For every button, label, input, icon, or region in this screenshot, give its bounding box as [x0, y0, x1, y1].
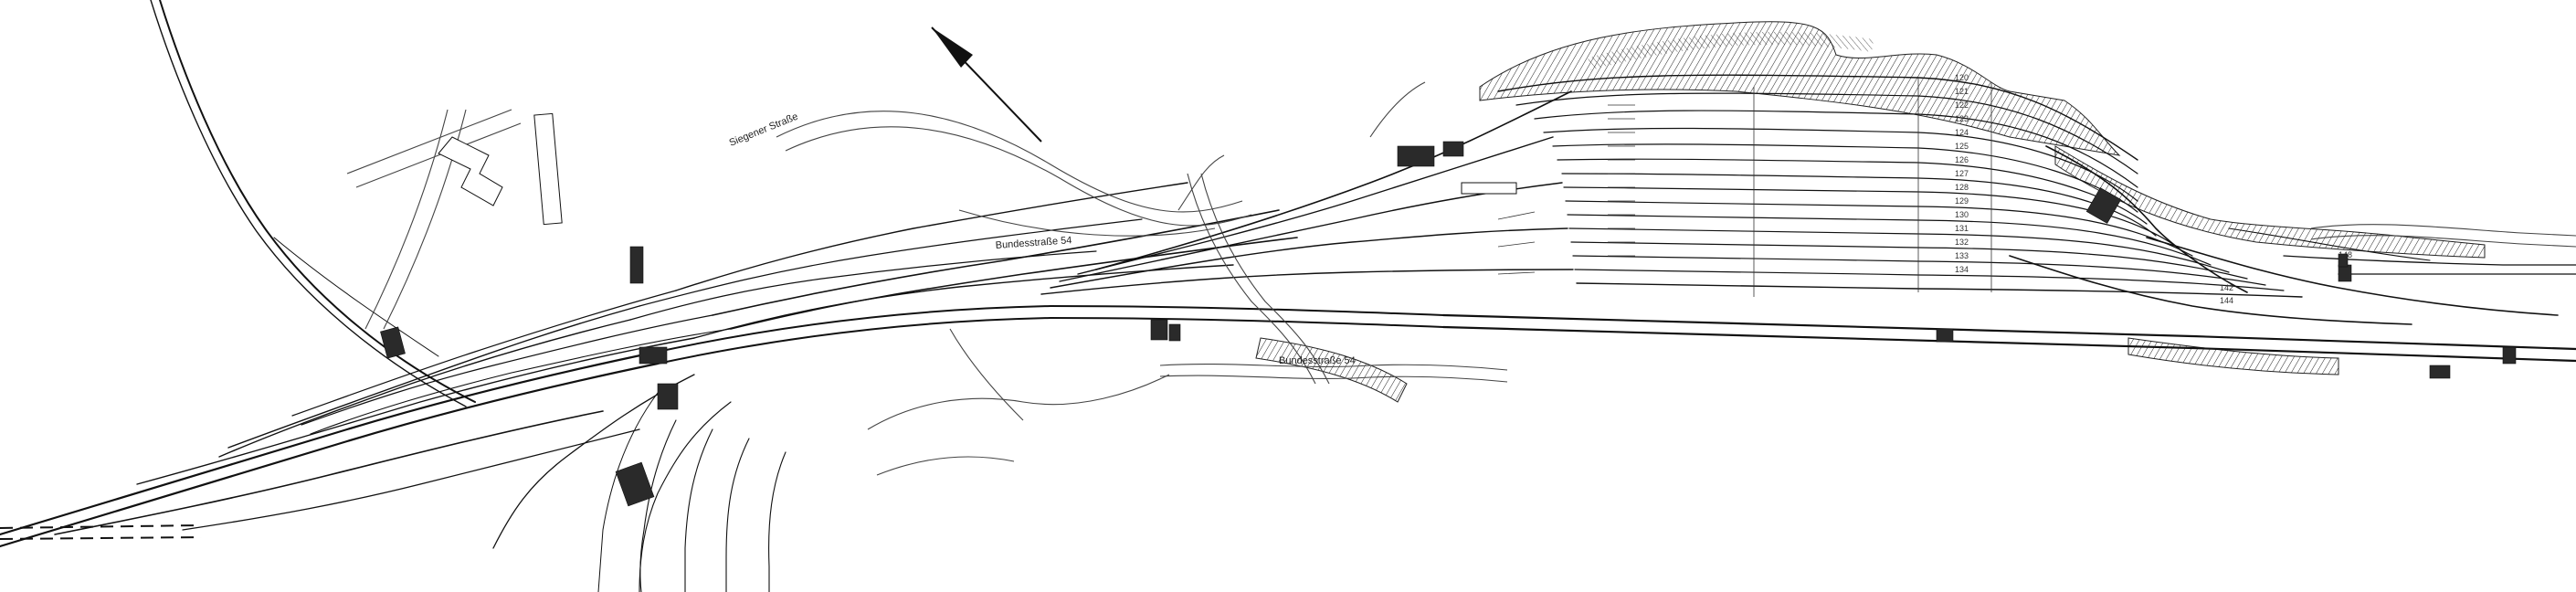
- yard-tracks-center: [629, 90, 1574, 365]
- track-label: 120: [1955, 73, 1969, 82]
- building: [2085, 187, 2122, 224]
- track-label: 132: [1955, 238, 1969, 247]
- building: [533, 112, 563, 226]
- building: [1936, 328, 1954, 343]
- roads: [776, 81, 1508, 476]
- track-label: 130: [1955, 210, 1969, 219]
- building: [380, 326, 406, 359]
- building: [2502, 346, 2517, 365]
- building: [615, 461, 655, 507]
- track-label: 128: [1955, 183, 1969, 192]
- building: [2338, 264, 2352, 282]
- road-label: Siegener Straße: [728, 111, 800, 149]
- building: [1442, 141, 1464, 157]
- track-label: 142: [2220, 283, 2233, 292]
- building: [1168, 323, 1181, 342]
- building: [657, 383, 679, 410]
- track-label: 144: [2220, 296, 2233, 305]
- building: [1397, 145, 1435, 167]
- track-label: 131: [1955, 224, 1969, 233]
- north-arrow: [931, 26, 1042, 143]
- track-label: 129: [1955, 196, 1969, 206]
- northbound-line: [150, 0, 522, 407]
- track-label: 134: [1955, 265, 1969, 274]
- track-label: 133: [1955, 251, 1969, 260]
- yard-tracks-left: [0, 290, 787, 592]
- river-channel: [2310, 224, 2576, 268]
- track-label: 121: [1955, 87, 1969, 96]
- track-label: 122: [1955, 100, 1969, 110]
- building: [1461, 182, 1517, 195]
- building: [2429, 365, 2451, 379]
- embankment-hatching: [1255, 21, 2486, 403]
- dashed-track: [0, 524, 202, 540]
- road-label: Bundesstraße 54: [995, 235, 1072, 251]
- switch-marks: [1497, 78, 1992, 297]
- building: [2338, 253, 2349, 268]
- building: [438, 136, 503, 206]
- track-label: 123: [1955, 114, 1969, 123]
- buildings: [380, 112, 2517, 507]
- track-number-labels: 120 121 122 123 124 125 126 127 128 129 …: [1955, 73, 2352, 305]
- building: [639, 346, 668, 365]
- building: [1150, 319, 1168, 341]
- track-label: 126: [1955, 155, 1969, 164]
- building: [629, 246, 644, 284]
- track-label: 127: [1955, 169, 1969, 178]
- track-label: 125: [1955, 142, 1969, 151]
- track-label: 124: [1955, 128, 1969, 137]
- road-label: Bundesstraße 54: [1279, 355, 1356, 366]
